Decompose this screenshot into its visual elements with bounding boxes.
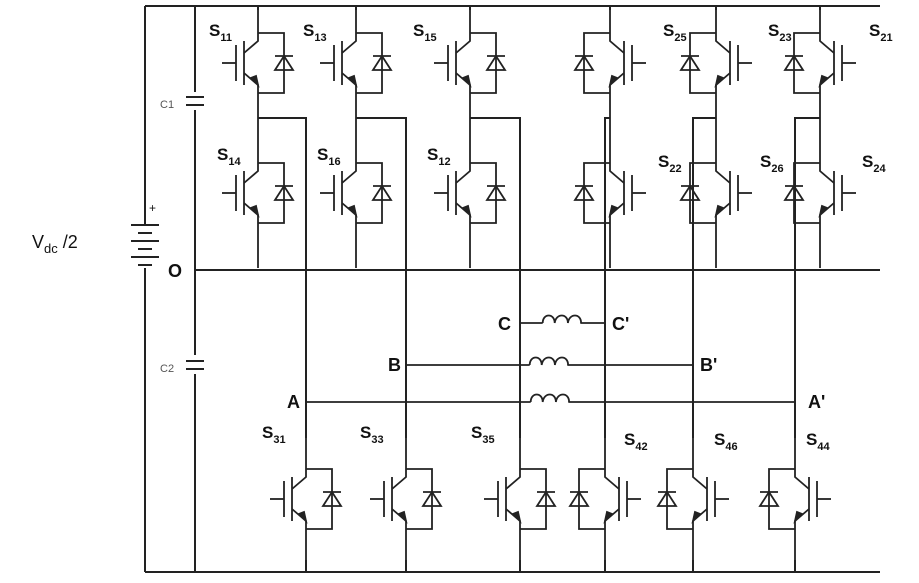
switch-label-4: S23 [768, 21, 792, 44]
source-label: Vdc /2 [32, 232, 78, 256]
inductor-c-cp [520, 314, 605, 324]
upper-midpoint-tap-2 [470, 117, 521, 270]
switch-label-3: S25 [663, 21, 687, 44]
switch-label-0: S11 [209, 21, 232, 44]
node-label-3: B' [700, 355, 717, 375]
switch-label-15: S42 [624, 430, 648, 453]
switch-row1-4 [679, 8, 752, 118]
switches [222, 8, 856, 560]
switch-label-2: S15 [413, 21, 437, 44]
switch-row3-2 [484, 438, 557, 560]
switch-label-14: S35 [471, 423, 495, 446]
switch-label-9: S22 [658, 152, 682, 175]
switch-label-13: S33 [360, 423, 384, 446]
switch-label-10: S26 [760, 152, 784, 175]
switch-label-17: S44 [806, 430, 830, 453]
node-label-4: A [287, 392, 300, 412]
switch-row1-0 [222, 8, 295, 118]
upper-midpoint-tap-4 [692, 117, 716, 270]
switch-label-8: S12 [427, 145, 451, 168]
neutral-label: O [168, 261, 182, 281]
switch-row3-4 [656, 438, 729, 560]
switch-row3-0 [270, 438, 343, 560]
battery-icon [131, 224, 159, 266]
capacitor-c2 [186, 360, 204, 370]
switch-label-11: S24 [862, 152, 886, 175]
switch-row2-0 [222, 118, 295, 268]
switch-row3-5 [758, 438, 831, 560]
switch-row1-1 [320, 8, 393, 118]
node-label-1: C' [612, 314, 629, 334]
node-label-2: B [388, 355, 401, 375]
switch-row2-3 [573, 118, 646, 268]
switch-label-12: S31 [262, 423, 286, 446]
switch-row2-1 [320, 118, 393, 268]
upper-midpoint-tap-3 [604, 117, 610, 270]
upper-midpoint-tap-1 [356, 117, 407, 270]
switch-row3-1 [370, 438, 443, 560]
switch-label-5: S21 [869, 21, 893, 44]
switch-label-16: S46 [714, 430, 738, 453]
inductor-b-bp [406, 356, 693, 366]
polarity-plus: + [149, 201, 156, 215]
c1-label: C1 [160, 99, 174, 111]
switch-row2-5 [783, 118, 856, 268]
switch-label-6: S14 [217, 145, 241, 168]
capacitor-c1 [186, 96, 204, 106]
switch-row1-3 [573, 8, 646, 118]
wires [144, 5, 880, 573]
upper-midpoint-tap-0 [258, 117, 307, 270]
upper-midpoint-tap-5 [794, 117, 820, 270]
switch-row1-5 [783, 8, 856, 118]
inductor-a-ap [306, 393, 795, 403]
c2-label: C2 [160, 363, 174, 375]
node-label-0: C [498, 314, 511, 334]
switch-row2-4 [679, 118, 752, 268]
passive-components [131, 96, 795, 403]
switch-row3-3 [568, 438, 641, 560]
switch-row1-2 [434, 8, 507, 118]
switch-row2-2 [434, 118, 507, 268]
switch-label-1: S13 [303, 21, 327, 44]
switch-label-7: S16 [317, 145, 341, 168]
node-label-5: A' [808, 392, 825, 412]
